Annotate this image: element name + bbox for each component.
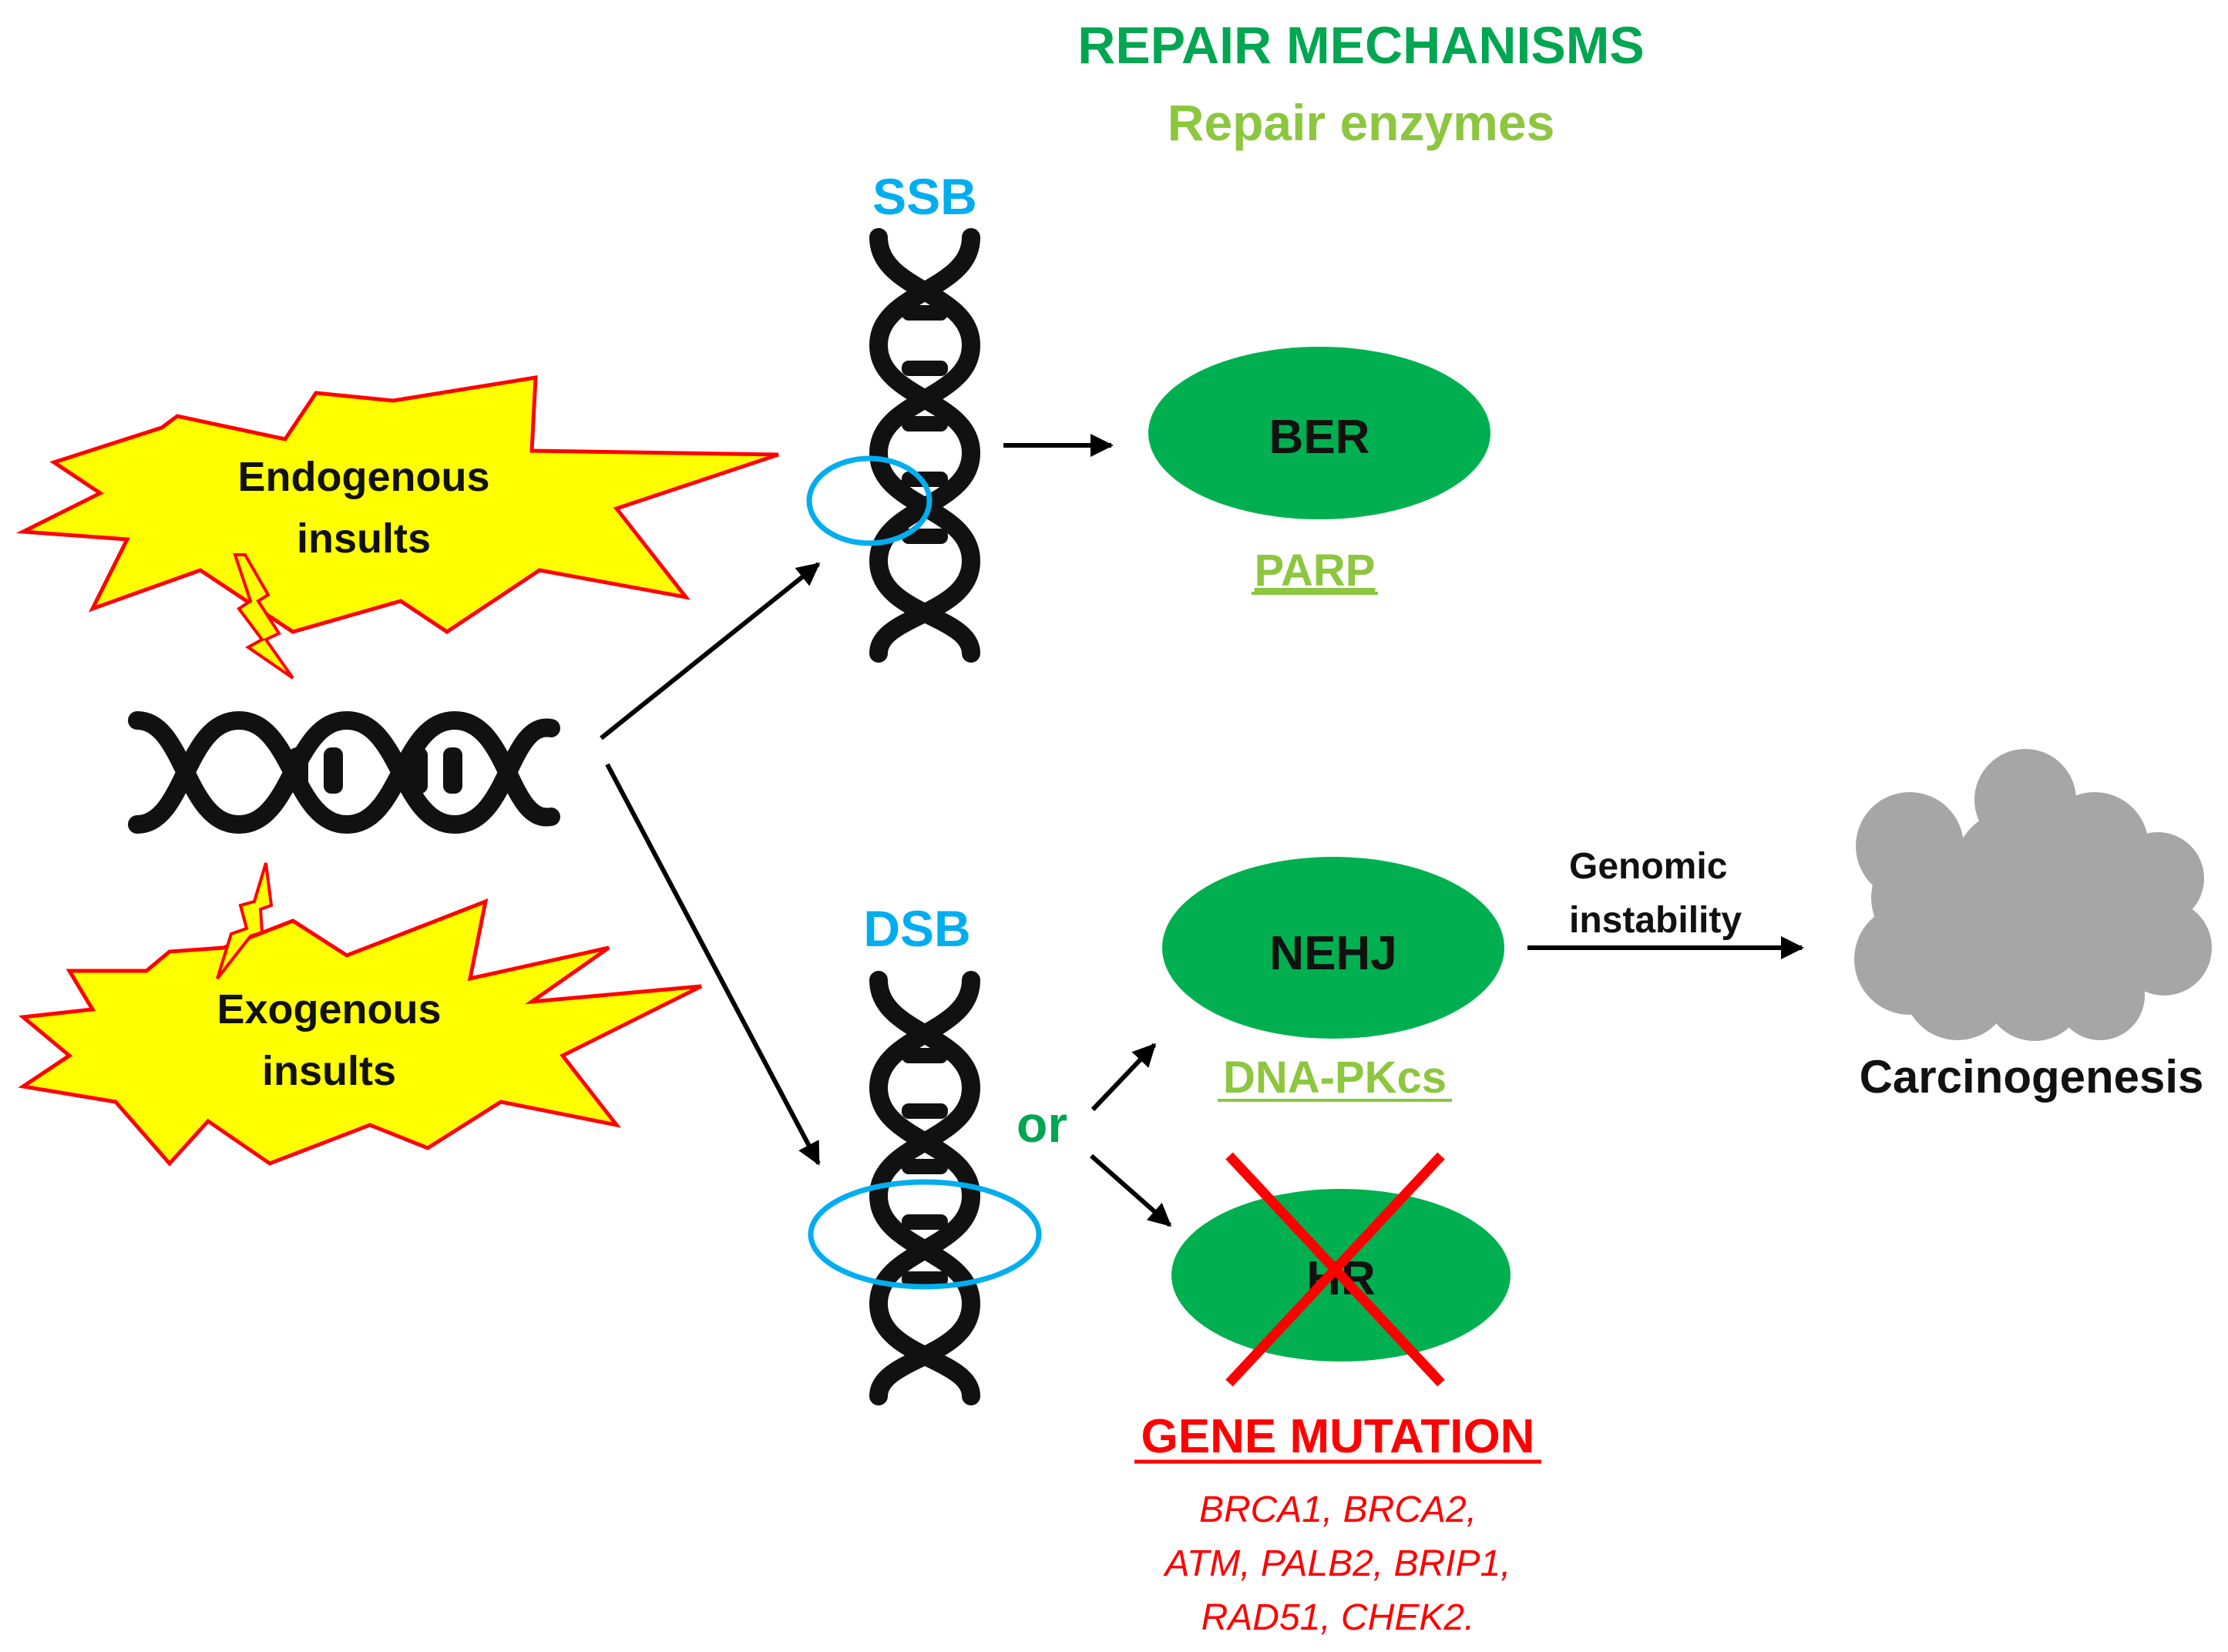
exogenous-label-line2: insults (262, 1048, 396, 1094)
gene-mutation-title: GENE MUTATION (1141, 1410, 1535, 1463)
dsb-label: DSB (863, 900, 970, 957)
ssb-label: SSB (872, 168, 977, 225)
ber-label: BER (1269, 411, 1370, 464)
exogenous-label-line1: Exogenous (217, 986, 441, 1032)
arrow-to-ssb (600, 562, 821, 740)
endogenous-insults-starburst: Endogenous insults (15, 375, 779, 680)
or-label: or (1017, 1096, 1067, 1153)
lightning-bolt-icon (233, 553, 294, 680)
dsb-dna-helix-icon (879, 980, 971, 1396)
diagram-title: REPAIR MECHANISMS (1077, 16, 1644, 75)
diagram-subtitle: Repair enzymes (1168, 94, 1555, 151)
endogenous-label-line1: Endogenous (238, 454, 490, 500)
gene-list-line3: RAD51, CHEK2. (1201, 1597, 1475, 1638)
genomic-instability-label-line2: instability (1569, 900, 1742, 941)
carcinogenesis-label: Carcinogenesis (1860, 1051, 2204, 1103)
nehj-ellipse (1162, 857, 1504, 1039)
genomic-instability-label-line1: Genomic (1569, 846, 1727, 887)
ber-ellipse (1148, 347, 1490, 519)
dna-helix-horizontal-icon (128, 710, 560, 834)
lightning-bolt-icon (216, 862, 274, 980)
dsb-break-highlight (808, 1179, 1042, 1290)
gene-list-line2: ATM, PALB2, BRIP1, (1162, 1543, 1511, 1584)
arrow-to-nehj (1090, 1043, 1157, 1112)
gene-list-line1: BRCA1, BRCA2, (1199, 1489, 1477, 1530)
exogenous-insults-starburst: Exogenous insults (18, 862, 703, 1167)
hr-blocked-cross-icon (1225, 1152, 1445, 1387)
endogenous-label-line2: insults (297, 515, 431, 562)
dna-pkcs-label: DNA-PKcs (1223, 1053, 1447, 1103)
tumor-cell-cluster-icon (1854, 749, 2212, 1041)
arrow-to-hr (1090, 1153, 1172, 1227)
nehj-label: NEHJ (1269, 927, 1396, 980)
ssb-dna-helix-icon (879, 237, 971, 653)
arrow-to-dsb (605, 763, 821, 1166)
ssb-break-highlight (806, 455, 933, 546)
parp-label: PARP (1255, 546, 1376, 596)
